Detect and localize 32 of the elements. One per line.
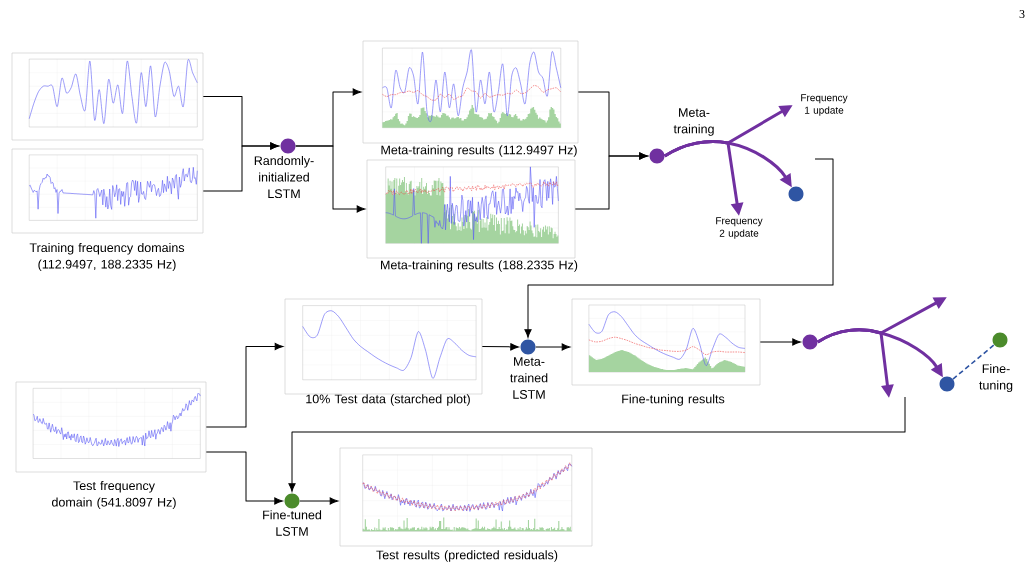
circle-node — [649, 148, 665, 164]
arrow — [205, 451, 283, 505]
arrow — [295, 145, 366, 213]
arrow — [299, 497, 339, 505]
node-label: Meta-training results (188.2335 Hz) — [381, 260, 578, 272]
arrow — [535, 343, 571, 351]
arrow — [205, 342, 284, 428]
node-label: Training frequency domains (112.9497, 188.2335 Hz) — [29, 242, 185, 272]
node-label: Test results (predicted residuals) — [376, 550, 558, 562]
arrow — [288, 396, 906, 492]
node-label: Frequency 1 update — [801, 94, 848, 116]
arrow — [481, 343, 519, 351]
edge-label: Meta-training — [673, 108, 714, 136]
circle-node — [939, 376, 955, 392]
circle-node — [992, 332, 1008, 348]
circle-node — [788, 186, 804, 202]
arrow — [759, 338, 801, 346]
node-label: Test frequency domain (541.8097 Hz) — [52, 480, 176, 510]
connector-line — [952, 344, 995, 380]
arrow — [202, 142, 279, 192]
node-label: Frequency 2 update — [716, 217, 763, 239]
circle-node — [802, 334, 818, 350]
node-label: Fine-tuning results — [622, 394, 725, 406]
node-label: 10% Test data (starched plot) — [306, 394, 470, 406]
node-label: Randomly-initialized LSTM — [254, 155, 314, 199]
page-number: 3 — [1019, 9, 1025, 19]
node-label: Fine-tuned LSTM — [263, 510, 322, 536]
edge-label: Fine-tuning — [979, 363, 1013, 393]
node-label: Meta-trained LSTM — [510, 357, 548, 399]
node-label: Meta-training results (112.9497 Hz) — [381, 145, 577, 157]
arrow — [524, 158, 834, 338]
arrow — [574, 152, 648, 210]
